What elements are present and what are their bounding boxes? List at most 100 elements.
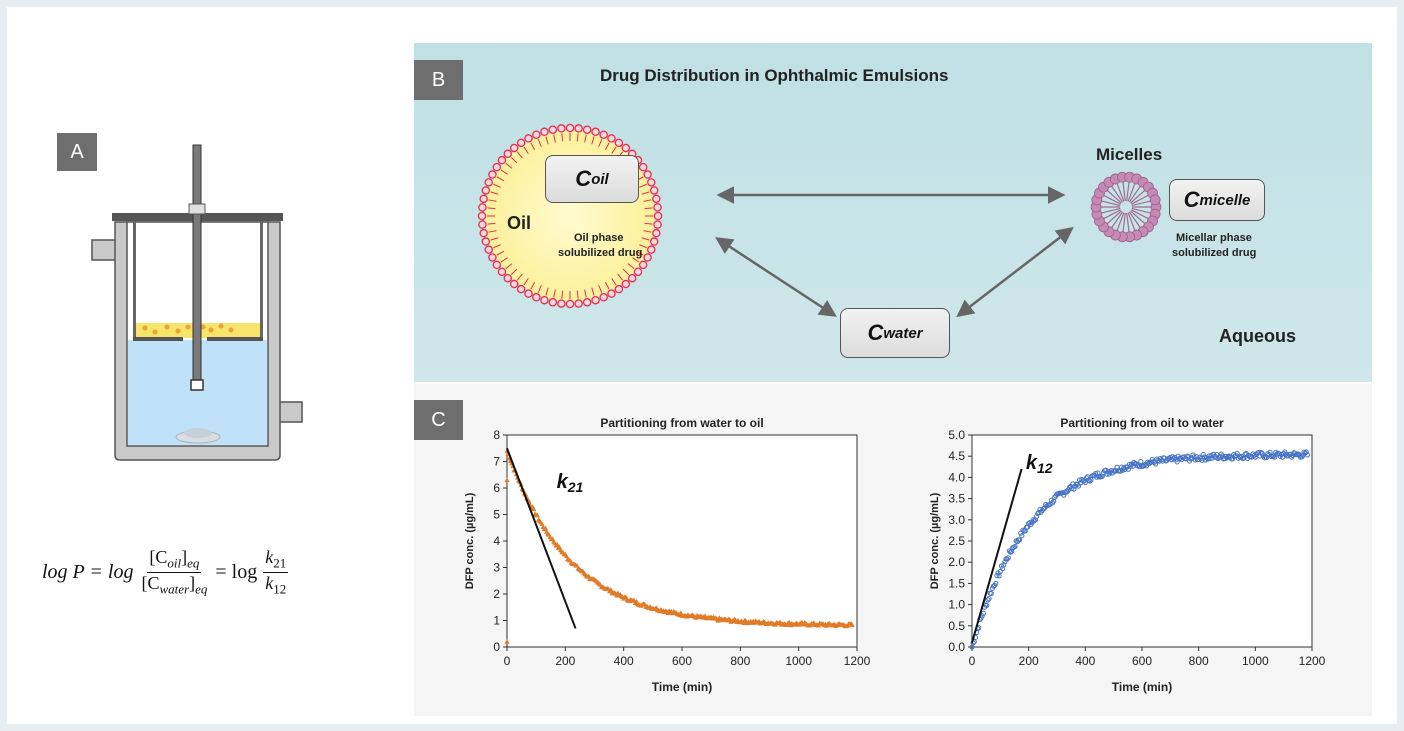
data-point: [993, 580, 999, 587]
data-point: [504, 639, 510, 644]
data-point: [1001, 562, 1007, 568]
surfactant-tail: [487, 207, 496, 210]
x-tick-label: 1000: [1242, 654, 1269, 668]
tangent-label-subscript: 12: [1037, 460, 1053, 476]
surfactant-tail: [635, 250, 644, 256]
y-tick-label: 1.5: [948, 576, 965, 590]
data-point: [849, 622, 855, 628]
surfactant-tail: [598, 139, 603, 147]
x-tick-label: 600: [1132, 654, 1152, 668]
micelle-icon: [1090, 171, 1162, 243]
surfactant-tail: [523, 278, 529, 286]
surfactant-tail: [530, 281, 536, 290]
partition-coefficient-equation: log P = log [Coil]eq [Cwater]eq = log k2…: [42, 532, 372, 612]
surfactant-head: [478, 203, 487, 212]
oil-caption-line-2: solubilized drug: [558, 247, 643, 259]
x-tick-label: 1000: [785, 654, 812, 668]
surfactant-tail: [611, 146, 617, 154]
data-point: [1030, 517, 1036, 523]
x-tick-label: 400: [1075, 654, 1095, 668]
data-point: [986, 596, 992, 602]
x-tick-label: 400: [614, 654, 634, 668]
sampling-probe: [192, 144, 202, 388]
data-point: [1087, 478, 1093, 484]
surfactant-head: [503, 149, 513, 159]
surfactant-head: [497, 155, 507, 165]
surfactant-head: [488, 170, 497, 179]
micelle-tail: [1100, 200, 1121, 207]
data-point: [1005, 555, 1011, 561]
y-axis-label: DFP conc. (µg/mL): [464, 492, 476, 589]
data-point: [815, 622, 822, 628]
surfactant-head: [532, 130, 541, 139]
chart-title: Partitioning from water to oil: [600, 416, 763, 430]
surfactant-tail: [530, 142, 536, 151]
surfactant-tail: [493, 244, 501, 249]
probe-tip: [190, 379, 204, 391]
panel-b-label: B: [414, 60, 463, 100]
y-tick-label: 5.0: [948, 428, 965, 442]
micelle-caption-line-2: solubilized drug: [1172, 247, 1257, 259]
surfactant-head: [548, 298, 558, 307]
surfactant-head: [653, 220, 662, 229]
surfactant-head: [557, 124, 566, 133]
data-point: [1301, 449, 1307, 455]
x-tick-label: 0: [969, 654, 976, 668]
surfactant-head: [479, 194, 488, 204]
y-axis-label: DFP conc. (µg/mL): [929, 492, 941, 589]
micelle-tail: [1127, 212, 1136, 232]
x-tick-label: 1200: [1299, 654, 1326, 668]
surfactant-head: [643, 170, 652, 179]
y-tick-label: 5: [493, 508, 500, 522]
surfactant-head: [509, 279, 519, 289]
surfactant-head: [652, 194, 661, 204]
cup-wall-right: [260, 222, 263, 340]
data-point: [531, 506, 537, 512]
surfactant-head: [607, 289, 616, 298]
tangent-line: [506, 447, 577, 629]
micelle-tail: [1122, 181, 1126, 202]
fraction-2-denominator: k12: [265, 572, 287, 597]
cup-base: [133, 337, 183, 341]
data-point: [608, 587, 614, 592]
surfactant-tail: [584, 289, 587, 298]
fraction-2-numerator: k21: [263, 546, 289, 573]
surfactant-head: [653, 211, 663, 221]
surfactant-head: [591, 127, 600, 137]
data-series: [504, 448, 855, 644]
surfactant-tail: [505, 162, 513, 169]
micelle-tail: [1102, 209, 1121, 220]
x-tick-label: 800: [730, 654, 750, 668]
data-point: [1006, 548, 1013, 554]
arrow-water-micelle: [956, 226, 1074, 318]
micelle-tail: [1127, 182, 1136, 202]
tangent-label-subscript: 21: [567, 479, 584, 495]
surfactant-tail: [490, 191, 499, 195]
surfactant-tail: [604, 142, 610, 151]
oil-label: Oil: [507, 213, 532, 233]
y-tick-label: 0.0: [948, 640, 965, 654]
micelle-tail: [1126, 181, 1130, 202]
surfactant-tail: [545, 287, 549, 296]
data-point: [1069, 486, 1075, 492]
surfactant-head: [607, 134, 616, 143]
micelle-tail: [1130, 189, 1146, 204]
data-point: [1252, 454, 1258, 460]
surfactant-tail: [584, 134, 587, 143]
surfactant-head: [643, 253, 652, 262]
surfactant-head: [540, 295, 549, 305]
micelle-tail: [1131, 194, 1150, 205]
data-point: [1205, 456, 1211, 462]
data-point: [1060, 490, 1066, 496]
surfactant-head: [582, 125, 592, 134]
data-point: [1184, 453, 1190, 459]
surfactant-head: [492, 162, 502, 172]
surfactant-tail: [493, 183, 501, 188]
micelle-tail: [1110, 211, 1124, 229]
data-point: [1137, 464, 1143, 470]
surfactant-head: [627, 273, 637, 283]
surfactant-tail: [611, 278, 617, 286]
surfactant-tail: [643, 199, 652, 202]
surfactant-head: [599, 130, 608, 139]
data-point: [1082, 479, 1088, 486]
